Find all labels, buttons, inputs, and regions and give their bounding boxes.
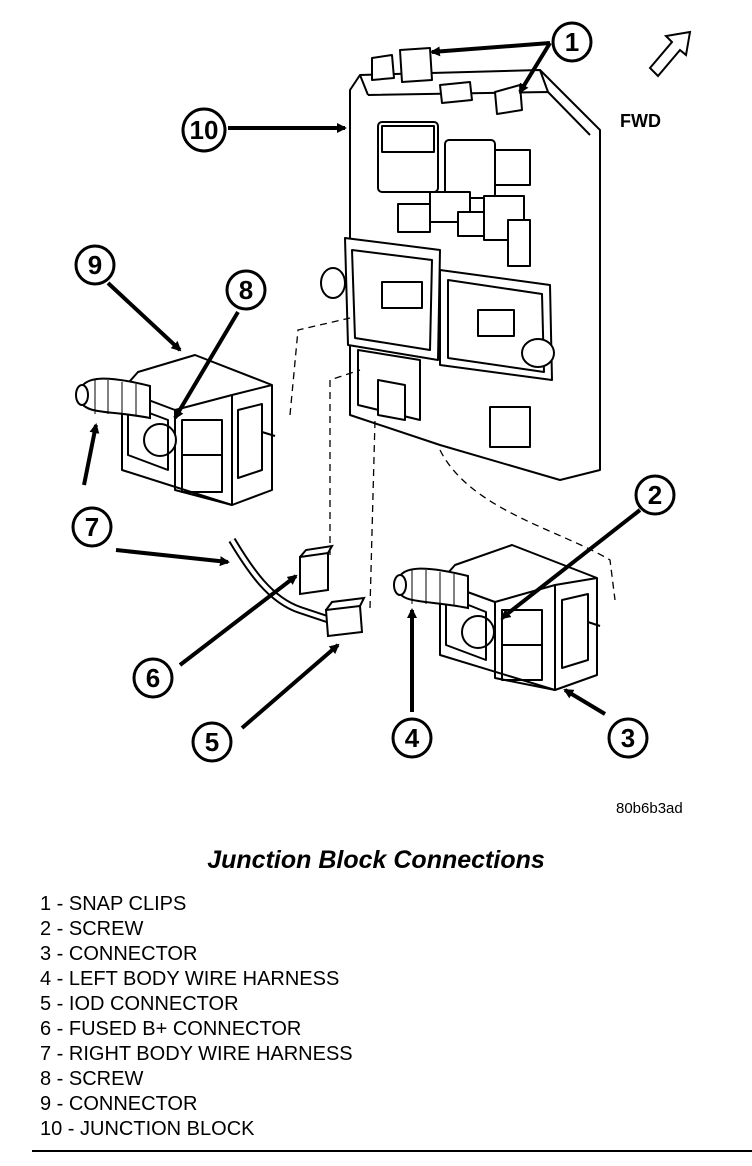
figure-caption: Junction Block Connections bbox=[207, 846, 545, 874]
svg-text:5: 5 bbox=[205, 727, 219, 757]
callout-10: 10 bbox=[181, 107, 227, 153]
fwd-label: FWD bbox=[620, 111, 661, 131]
legend-item: 1 - SNAP CLIPS bbox=[40, 893, 187, 915]
legend-item: 4 - LEFT BODY WIRE HARNESS bbox=[40, 968, 340, 990]
callout-4: 4 bbox=[391, 717, 433, 759]
legend-item: 6 - FUSED B+ CONNECTOR bbox=[40, 1018, 302, 1040]
callout-9: 9 bbox=[74, 244, 116, 286]
legend-item: 3 - CONNECTOR bbox=[40, 943, 198, 965]
svg-text:3: 3 bbox=[621, 723, 635, 753]
legend-item: 9 - CONNECTOR bbox=[40, 1093, 198, 1115]
right-connector bbox=[439, 544, 601, 691]
legend-item: 7 - RIGHT BODY WIRE HARNESS bbox=[40, 1043, 353, 1065]
callout-8: 8 bbox=[225, 269, 267, 311]
legend-item: 2 - SCREW bbox=[40, 918, 144, 940]
svg-text:2: 2 bbox=[648, 480, 662, 510]
left-body-wire-harness bbox=[393, 567, 469, 610]
right-body-wire-harness-left bbox=[75, 377, 151, 420]
callout-1: 1 bbox=[551, 21, 593, 63]
small-connectors bbox=[228, 537, 366, 638]
forward-direction-icon bbox=[648, 30, 692, 78]
svg-text:10: 10 bbox=[190, 115, 219, 145]
svg-text:1: 1 bbox=[565, 27, 579, 57]
callout-5: 5 bbox=[191, 721, 233, 763]
bottom-divider bbox=[32, 1150, 752, 1152]
svg-text:9: 9 bbox=[88, 250, 102, 280]
svg-text:7: 7 bbox=[85, 512, 99, 542]
callout-7: 7 bbox=[71, 506, 113, 548]
legend-item: 10 - JUNCTION BLOCK bbox=[40, 1118, 255, 1140]
legend-item: 8 - SCREW bbox=[40, 1068, 144, 1090]
callout-3: 3 bbox=[607, 717, 649, 759]
svg-text:6: 6 bbox=[146, 663, 160, 693]
legend-list: 1 - SNAP CLIPS 2 - SCREW 3 - CONNECTOR 4… bbox=[40, 892, 353, 1142]
legend-item: 5 - IOD CONNECTOR bbox=[40, 993, 239, 1015]
callout-2: 2 bbox=[634, 474, 676, 516]
callout-6: 6 bbox=[132, 657, 174, 699]
assembly-dash-lines bbox=[289, 317, 616, 609]
junction-block-illustration: FWD 1 10 9 8 7 2 6 bbox=[71, 21, 692, 763]
svg-text:4: 4 bbox=[405, 723, 420, 753]
svg-text:8: 8 bbox=[239, 275, 253, 305]
figure-id: 80b6b3ad bbox=[616, 800, 683, 817]
junction-block bbox=[320, 47, 601, 481]
leader-arrows bbox=[82, 41, 642, 730]
